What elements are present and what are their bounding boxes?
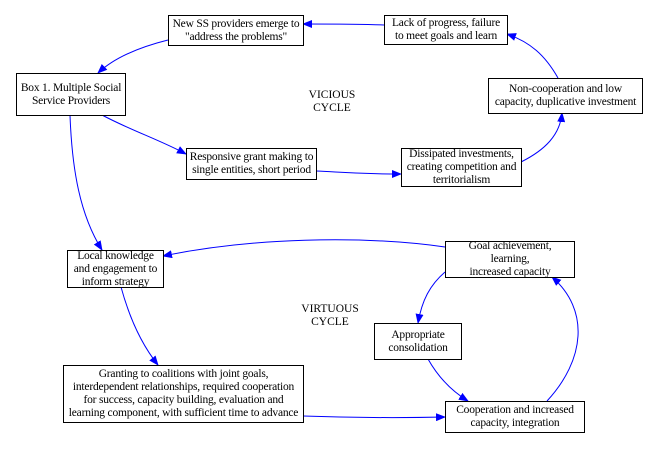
node-goal-achievement: Goal achievement, learning, increased ca… — [445, 240, 575, 278]
node-appropriate-consolidation: Appropriate consolidation — [374, 323, 462, 360]
edge-goal-to-appropriate — [415, 271, 446, 324]
node-text: New SS providers emerge to "address the … — [172, 17, 300, 43]
node-non-cooperation: Non-cooperation and low capacity, duplic… — [488, 78, 643, 114]
edge-box1-to-local — [69, 114, 103, 251]
edge-box1-to-responsive — [101, 114, 187, 155]
node-cooperation-integration: Cooperation and increased capacity, inte… — [445, 401, 585, 433]
edge-goal-to-local — [162, 239, 446, 259]
edge-local-to-granting — [120, 286, 159, 366]
node-text: Box 1. Multiple Social Service Providers — [20, 81, 122, 107]
node-responsive-grant: Responsive grant making to single entiti… — [186, 148, 317, 180]
node-text: Goal achievement, learning, increased ca… — [468, 240, 552, 278]
node-dissipated-investments: Dissipated investments, creating competi… — [401, 148, 522, 187]
node-lack-of-progress: Lack of progress, failure to meet goals … — [384, 15, 508, 45]
node-text: Lack of progress, failure to meet goals … — [391, 17, 501, 42]
edge-appropriate-to-cooperation — [427, 358, 469, 402]
node-local-knowledge: Local knowledge and engagement to inform… — [67, 250, 164, 288]
node-text: Local knowledge and engagement to inform… — [73, 249, 158, 288]
node-new-ss-providers: New SS providers emerge to "address the … — [168, 15, 304, 46]
edge-dissipated-to-noncooperation — [520, 112, 566, 163]
node-box1-providers: Box 1. Multiple Social Service Providers — [16, 73, 126, 116]
edge-lack-to-newss — [302, 20, 385, 29]
node-text: Cooperation and increased capacity, inte… — [456, 404, 574, 429]
node-granting-coalitions: Granting to coalitions with joint goals,… — [63, 365, 304, 423]
vicious-cycle-label: VICIOUS CYCLE — [308, 89, 356, 114]
edge-noncooperation-to-lack — [506, 33, 559, 79]
node-text: Granting to coalitions with joint goals,… — [68, 368, 299, 419]
node-text: Responsive grant making to single entiti… — [189, 151, 314, 176]
edge-granting-to-cooperation — [302, 413, 446, 422]
edge-newss-to-box1 — [97, 39, 169, 74]
virtuous-cycle-label: VIRTUOUS CYCLE — [301, 303, 359, 328]
node-text: Appropriate consolidation — [388, 328, 448, 354]
edge-responsive-to-dissipated — [315, 169, 402, 178]
node-text: Dissipated investments, creating competi… — [406, 148, 517, 186]
edge-cooperation-to-goal — [546, 276, 579, 402]
node-text: Non-cooperation and low capacity, duplic… — [494, 83, 637, 108]
